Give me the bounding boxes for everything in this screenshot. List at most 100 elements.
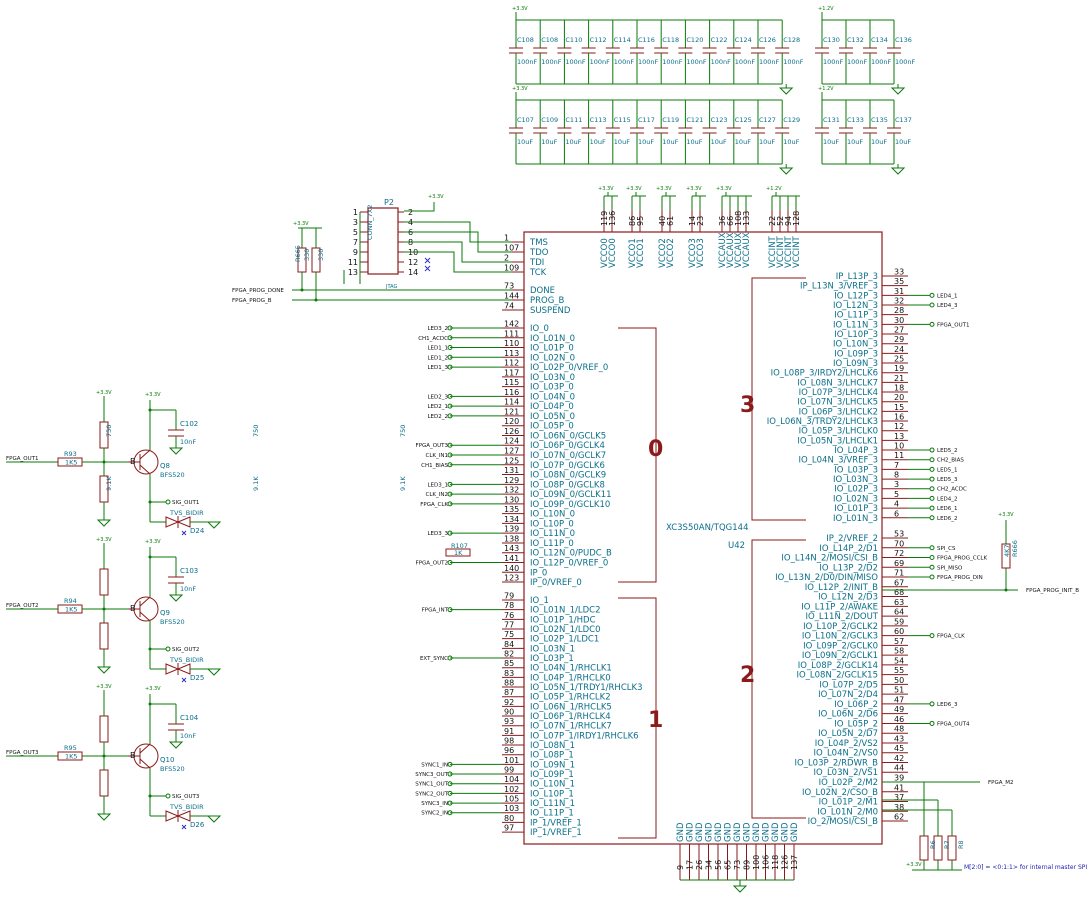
pin-number: 53	[894, 530, 904, 539]
pin-number: 21	[894, 374, 904, 383]
pin-number: 112	[504, 359, 519, 368]
mode-note: M[2:0] = <0:1:1> for internal master SPI	[964, 864, 1087, 871]
cap-value: 100nF	[823, 58, 844, 66]
pin-number: 18	[894, 384, 904, 393]
net-label: FPGA_PROG_CCLK	[937, 556, 987, 562]
pin-name: GND	[771, 822, 781, 842]
pin-name: IO_L12P_0/VREF_0	[530, 558, 608, 568]
cap-ref: C132	[847, 36, 864, 44]
pin-name: GND	[733, 822, 743, 842]
pin-number: 117	[504, 368, 519, 377]
pin-number: 41	[894, 783, 904, 792]
net-label: CH2_ACDC	[937, 487, 967, 493]
power-label: +3.3V	[656, 186, 672, 192]
net-label: SYNC1_IN	[421, 762, 448, 768]
cap-value: 10uF	[517, 138, 533, 146]
pin-name: IP_1/VREF_1	[530, 828, 582, 838]
net-connector	[447, 413, 453, 419]
pin-name: IP_L13N_3/VREF_3	[800, 282, 878, 292]
pin-name: IO_2/MOSI/CSI_B	[808, 817, 879, 827]
pin-number: 10	[894, 442, 904, 451]
rtop-val: 750	[399, 425, 407, 437]
pin-number: 140	[504, 564, 519, 573]
jtag-r-right-val: 330	[317, 249, 325, 261]
pin-number: 73	[733, 860, 742, 870]
net-connector	[447, 491, 453, 497]
pin-name: IO_L09N_0/GCLK11	[530, 490, 612, 500]
pin-number: 143	[504, 544, 519, 553]
pin-number: 89	[743, 860, 752, 870]
r6-ref: R6	[929, 840, 937, 849]
pin-name: GND	[762, 822, 772, 842]
pin-name: IO_L02N_0	[530, 353, 575, 363]
cap-ref: C135	[871, 116, 888, 124]
power-label: +3.3V	[96, 537, 112, 543]
pin-name: IO_L11N_1	[530, 799, 575, 809]
cap-value: 10uF	[590, 138, 606, 146]
net-connector	[929, 545, 935, 551]
cap-ref: C125	[735, 116, 752, 124]
pin-name: IO_L07N_0/GCLK7	[530, 451, 606, 461]
pin-number: 110	[504, 339, 519, 348]
net-label: LED2_3	[427, 394, 448, 400]
pin-number: 63	[894, 598, 904, 607]
net-connector	[447, 800, 453, 806]
driver-stage-3: FPGA_OUT3R951K57509.1K+3.3VQ10BFS520B+3.…	[6, 425, 407, 830]
cap-value: 10uF	[711, 138, 727, 146]
net-connector	[929, 495, 935, 501]
pin-name: SUSPEND	[530, 306, 571, 316]
pin-name: IO_L11P_0	[530, 539, 574, 549]
pin-number: 82	[504, 650, 514, 659]
pin-number: 29	[894, 335, 904, 344]
power-label: +3.3V	[626, 186, 642, 192]
net-connector	[929, 505, 935, 511]
pin-number: 8	[894, 471, 899, 480]
mode-pwr: +3.3V	[906, 862, 922, 868]
pin-number: 132	[504, 486, 519, 495]
pin-name: IO_L03N_0	[530, 373, 575, 383]
pin-name: IO_L14P_2/D1	[819, 544, 878, 554]
cap-ref: C133	[847, 116, 864, 124]
pin-number: 11	[894, 451, 904, 460]
decoupling-capacitors: +3.3VC108100nFC108100nFC110100nFC112100n…	[509, 6, 916, 175]
pin-number: 69	[894, 559, 904, 568]
pin-number: 12	[894, 422, 904, 431]
bank-0-label: 0	[648, 437, 663, 462]
jtag-sub: JTAG	[385, 284, 397, 290]
net-connector	[447, 810, 453, 816]
pin-number: 13	[894, 432, 904, 441]
net-label: LED4_2	[937, 496, 958, 502]
pin-name: IO_L05P_2	[834, 719, 878, 729]
pin-name: IO_L01N_2/M0	[817, 807, 878, 817]
pin-number: 77	[504, 621, 514, 630]
pin-number: 135	[504, 505, 519, 514]
pin-number: 59	[894, 617, 904, 626]
pin-number: 85	[504, 659, 514, 668]
net-label: FPGA_INT	[422, 608, 449, 614]
pin-number: 136	[608, 211, 617, 226]
pin-number: 86	[628, 216, 637, 226]
pin-name: IO_L03N_2/VS1	[814, 768, 879, 778]
